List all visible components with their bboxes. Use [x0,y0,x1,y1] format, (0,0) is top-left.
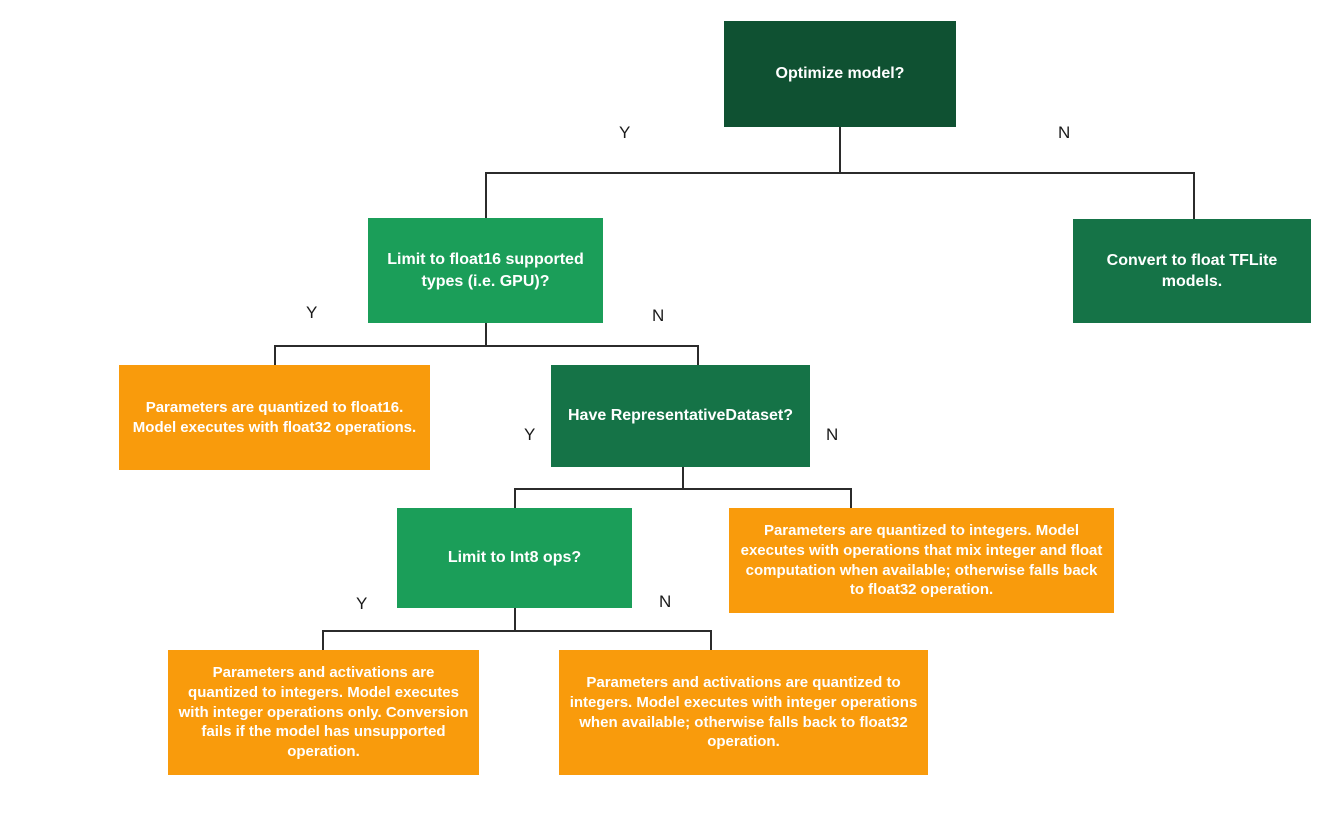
edge-float16-to-outcome [274,345,276,365]
node-float16-outcome[interactable]: Parameters are quantized to float16. Mod… [119,365,430,470]
node-limit-float16-label: Limit to float16 supported types (i.e. G… [387,251,584,290]
node-convert-float-tflite[interactable]: Convert to float TFLite models. [1073,219,1311,323]
branch-label-int8-yes: Y [356,594,368,613]
edge-root-to-convert [1193,172,1195,219]
node-have-representative-dataset-label: Have RepresentativeDataset? [568,407,793,425]
node-int8-only-outcome[interactable]: Parameters and activations are quantized… [168,650,479,775]
branch-label-float16-no: N [652,306,665,325]
node-convert-float-tflite-label: Convert to float TFLite models. [1106,251,1278,290]
branch-label-root-no: N [1058,123,1071,142]
branch-label-int8-no: N [659,592,672,611]
edge-root-stem [839,127,841,173]
node-int8-only-outcome-label: Parameters and activations are quantized… [178,664,469,761]
node-no-dataset-outcome-label: Parameters are quantized to integers. Mo… [740,521,1103,599]
edge-int8-bus [322,630,711,632]
edge-float16-bus [274,345,698,347]
branch-label-float16-yes: Y [306,303,318,322]
node-int8-fallback-outcome[interactable]: Parameters and activations are quantized… [559,650,928,775]
branch-label-dataset-no: N [826,425,839,444]
edge-int8-to-only-outcome [322,630,324,650]
node-int8-fallback-outcome-label: Parameters and activations are quantized… [569,673,918,751]
node-limit-float16[interactable]: Limit to float16 supported types (i.e. G… [368,218,603,323]
edge-float16-to-dataset [697,345,699,365]
node-optimize-model[interactable]: Optimize model? [724,21,956,127]
edge-root-bus [485,172,1195,174]
node-no-dataset-outcome[interactable]: Parameters are quantized to integers. Mo… [729,508,1114,613]
edge-float16-stem [485,323,487,346]
edge-dataset-stem [682,467,684,489]
edge-dataset-bus [514,488,851,490]
node-float16-outcome-label: Parameters are quantized to float16. Mod… [132,398,417,436]
edge-int8-to-fallback-outcome [710,630,712,650]
node-have-representative-dataset[interactable]: Have RepresentativeDataset? [551,365,810,467]
edge-dataset-to-no-dataset-outcome [850,488,852,508]
branch-label-dataset-yes: Y [524,425,536,444]
node-limit-int8-label: Limit to Int8 ops? [447,549,582,567]
node-optimize-model-label: Optimize model? [775,65,905,83]
branch-label-root-yes: Y [619,123,631,142]
node-limit-int8[interactable]: Limit to Int8 ops? [397,508,632,608]
edge-root-to-float16 [485,172,487,219]
edge-dataset-to-int8 [514,488,516,508]
edge-int8-stem [514,608,516,631]
